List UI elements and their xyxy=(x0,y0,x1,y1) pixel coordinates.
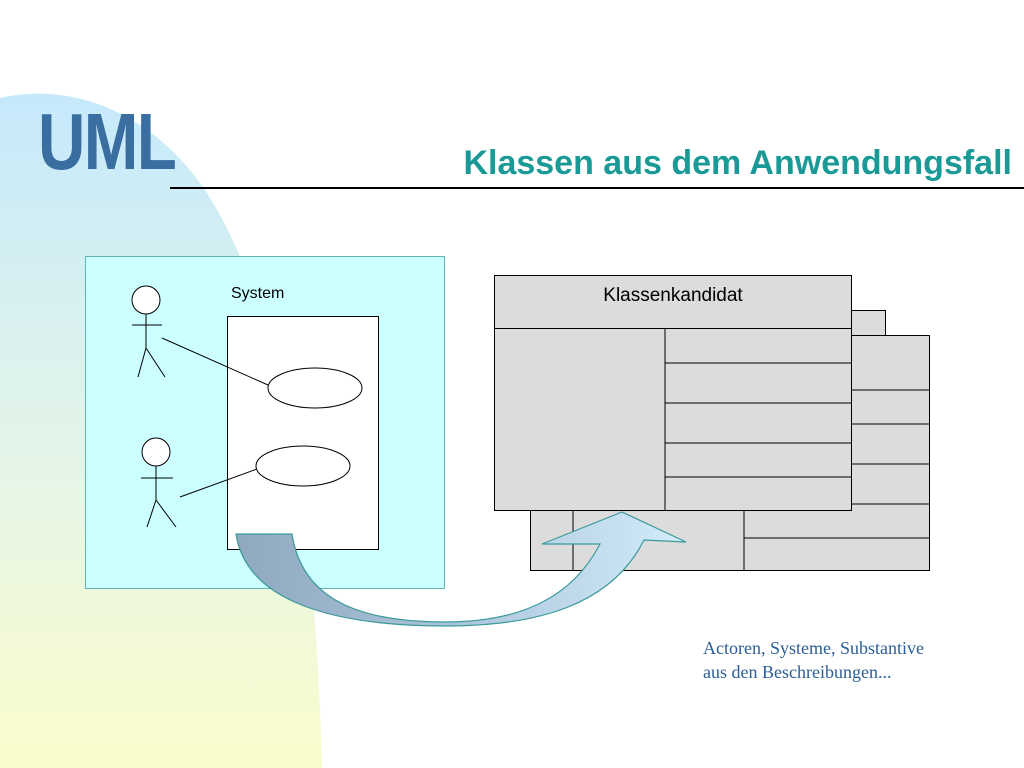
system-label: System xyxy=(231,285,285,302)
caption-line-1: Actoren, Systeme, Substantive xyxy=(703,638,924,658)
caption-line-2: aus den Beschreibungen... xyxy=(703,662,892,682)
title-divider xyxy=(170,187,1024,189)
stick-figure-icon xyxy=(131,285,166,378)
stick-figure-icon xyxy=(141,437,177,528)
uml-logo: UML xyxy=(38,97,177,186)
class-candidate-body xyxy=(494,328,852,511)
page-title: Klassen aus dem Anwendungsfall xyxy=(463,144,1012,182)
association-line xyxy=(161,337,269,386)
class-candidate-name: Klassenkandidat xyxy=(603,285,743,306)
use-case-oval xyxy=(255,445,351,487)
use-case-oval xyxy=(267,367,363,409)
system-boundary xyxy=(227,316,379,550)
class-candidate-header xyxy=(494,275,852,329)
caption: Actoren, Systeme, Substantive aus den Be… xyxy=(703,636,924,684)
association-line xyxy=(179,468,258,498)
